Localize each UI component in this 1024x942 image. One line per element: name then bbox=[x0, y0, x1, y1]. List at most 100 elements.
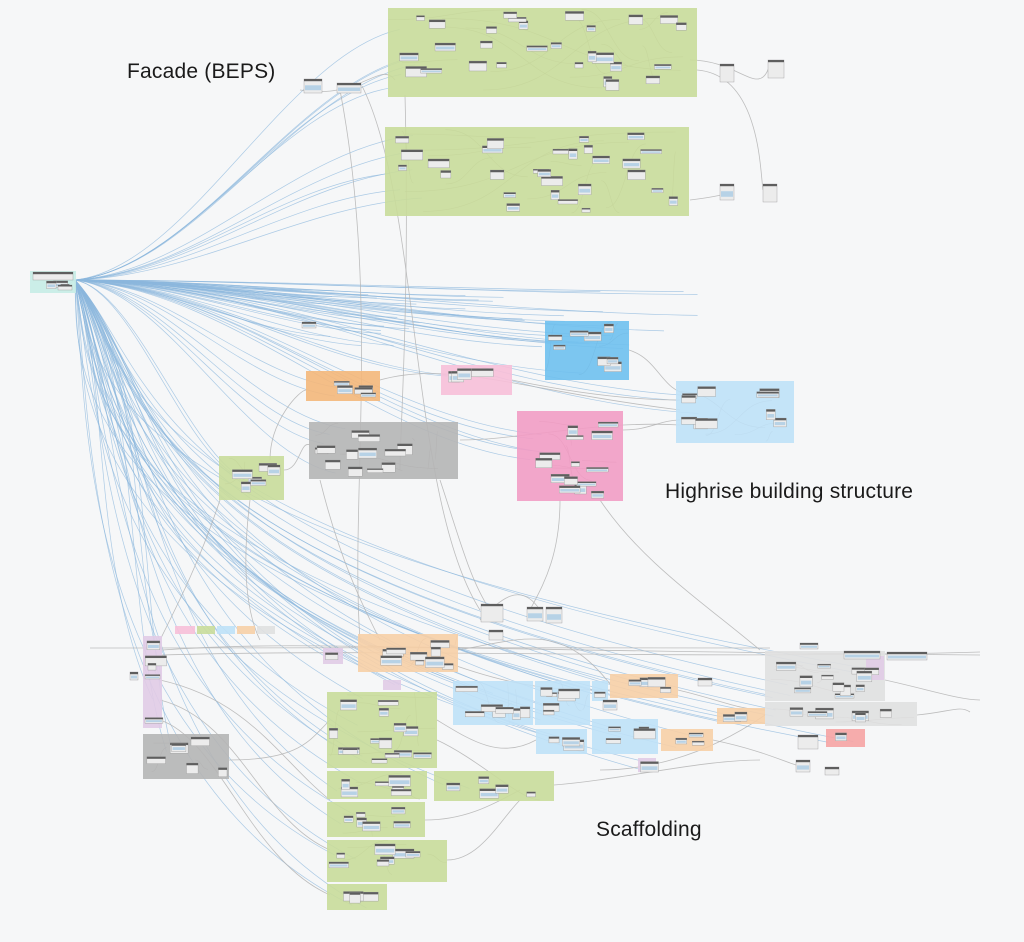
graph-node bbox=[799, 642, 819, 650]
node-preview bbox=[569, 153, 577, 158]
graph-node bbox=[480, 603, 504, 623]
wire-blue bbox=[74, 279, 561, 738]
graph-node bbox=[855, 712, 866, 723]
graph-node bbox=[543, 709, 555, 716]
graph-node bbox=[393, 821, 411, 829]
graph-node bbox=[360, 392, 376, 398]
graph-node bbox=[628, 679, 642, 686]
node-preview bbox=[640, 681, 653, 685]
graph-node bbox=[146, 640, 161, 650]
graph-node bbox=[488, 629, 504, 641]
graph-node bbox=[734, 711, 748, 722]
node-preview bbox=[623, 163, 640, 167]
node-header bbox=[720, 184, 734, 187]
node-preview bbox=[330, 864, 348, 867]
node-header bbox=[592, 156, 610, 159]
node-header bbox=[379, 737, 392, 741]
graph-node bbox=[495, 784, 509, 794]
wire-blue bbox=[74, 279, 876, 671]
graph-node bbox=[681, 416, 697, 425]
node-header bbox=[603, 700, 617, 703]
node-preview bbox=[757, 394, 778, 397]
node-preview bbox=[507, 207, 519, 210]
node-header bbox=[392, 785, 404, 788]
node-header bbox=[33, 272, 73, 275]
node-header bbox=[559, 485, 581, 488]
graph-node bbox=[386, 647, 406, 655]
graph-node bbox=[232, 469, 253, 479]
wire-blue bbox=[74, 279, 357, 860]
graph-node bbox=[496, 62, 507, 69]
node-preview bbox=[375, 848, 395, 853]
scaffold-group-light-blue-3 bbox=[592, 681, 608, 701]
wire-blue bbox=[74, 197, 422, 281]
node-preview bbox=[527, 48, 547, 50]
wire-blue bbox=[74, 279, 336, 397]
node-preview bbox=[392, 810, 405, 813]
node-header bbox=[394, 750, 412, 753]
node-header bbox=[336, 852, 345, 855]
graph-node bbox=[398, 164, 407, 171]
node-header bbox=[543, 703, 560, 706]
graph-node bbox=[602, 699, 618, 711]
graph-node bbox=[832, 682, 845, 692]
graph-node bbox=[329, 728, 338, 739]
node-header bbox=[145, 655, 167, 659]
node-header bbox=[379, 708, 389, 711]
node-preview bbox=[588, 55, 596, 60]
node-header bbox=[146, 640, 160, 644]
node-header bbox=[358, 434, 380, 437]
node-header bbox=[508, 17, 527, 19]
node-header bbox=[550, 190, 560, 193]
graph-node bbox=[455, 685, 478, 692]
wire-gray bbox=[457, 638, 611, 685]
graph-node bbox=[144, 674, 161, 680]
node-preview bbox=[268, 469, 279, 474]
graph-node bbox=[548, 334, 563, 341]
node-header bbox=[591, 430, 613, 434]
node-header bbox=[584, 331, 602, 335]
node-preview bbox=[857, 675, 871, 680]
node-header bbox=[349, 892, 361, 895]
node-header bbox=[405, 66, 427, 69]
node-header bbox=[798, 735, 818, 738]
graph-node bbox=[46, 280, 57, 289]
wire-blue bbox=[74, 279, 554, 454]
node-header bbox=[763, 184, 777, 187]
wire-blue bbox=[74, 279, 254, 485]
node-header bbox=[527, 607, 543, 610]
wire-gray bbox=[916, 708, 971, 716]
graph-node bbox=[358, 434, 381, 442]
graph-node bbox=[578, 183, 592, 195]
node-preview bbox=[338, 389, 352, 393]
wire-blue bbox=[74, 29, 400, 281]
node-preview bbox=[605, 366, 621, 370]
node-preview bbox=[568, 430, 577, 434]
node-preview bbox=[836, 736, 846, 740]
node-preview bbox=[856, 716, 865, 721]
wire-gray bbox=[712, 739, 797, 766]
node-header bbox=[391, 807, 406, 810]
node-preview bbox=[393, 853, 414, 857]
node-preview bbox=[504, 194, 515, 197]
node-header bbox=[479, 788, 499, 791]
wire-blue bbox=[74, 279, 624, 349]
graph-node bbox=[581, 207, 591, 213]
node-header bbox=[864, 667, 879, 670]
node-preview bbox=[676, 740, 686, 743]
node-header bbox=[844, 651, 880, 654]
node-header bbox=[526, 791, 536, 794]
node-header bbox=[413, 752, 432, 755]
node-preview bbox=[447, 786, 459, 790]
node-header bbox=[317, 445, 336, 448]
node-header bbox=[607, 357, 619, 360]
graph-node bbox=[569, 330, 589, 337]
graph-node bbox=[628, 14, 643, 25]
wire-gray bbox=[884, 679, 981, 701]
node-preview bbox=[547, 614, 561, 620]
node-header bbox=[720, 64, 734, 67]
wire-gray bbox=[269, 389, 307, 461]
graph-node bbox=[567, 425, 579, 437]
graph-node bbox=[490, 169, 505, 180]
